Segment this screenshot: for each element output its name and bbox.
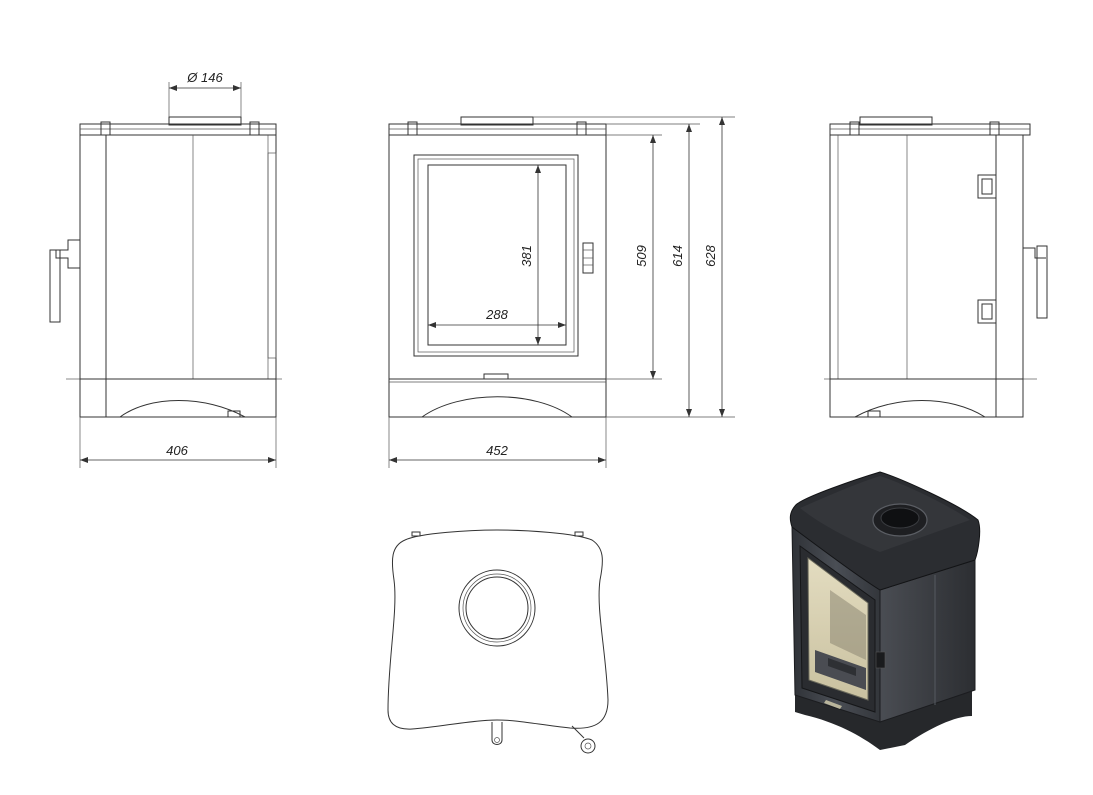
dimension-label-628: 628	[703, 244, 718, 266]
side-right-door-handle	[1023, 247, 1046, 259]
side-left-body	[79, 134, 277, 380]
dimension-label-width: 452	[486, 443, 508, 458]
dimension-label-509: 509	[634, 245, 649, 267]
front-body	[388, 134, 607, 380]
front-door-frame	[413, 154, 579, 357]
front-glass	[427, 164, 567, 346]
dimension-label-glass-height: 381	[519, 245, 534, 267]
side-left-top-plate	[79, 123, 277, 136]
dimension-label-614: 614	[670, 245, 685, 267]
top-plate-outline	[387, 529, 609, 730]
dimension-label-glass-width: 288	[485, 307, 508, 322]
hinge-bottom	[977, 299, 996, 324]
air-control-knob	[571, 725, 585, 739]
front-flue-collar	[460, 116, 534, 126]
dimension-label-depth: 406	[166, 443, 188, 458]
side-right-base	[829, 378, 1024, 418]
side-right-flue-collar	[859, 116, 933, 126]
side-view-left: 406 Ø 146	[49, 70, 282, 468]
hinge-top	[977, 174, 996, 199]
side-left-door-handle	[55, 239, 80, 269]
front-base	[388, 378, 607, 418]
dimension-label-flue: Ø 146	[186, 70, 223, 85]
side-right-body	[829, 134, 1024, 380]
side-left-flue-collar	[168, 116, 242, 126]
top-flue-inner	[465, 576, 529, 640]
stove-3d-render	[789, 471, 981, 750]
top-view	[387, 529, 609, 754]
side-left-base	[79, 378, 277, 418]
render-door-handle	[875, 651, 886, 669]
air-control-lever	[491, 722, 503, 745]
front-view: 452 381 288 509 614 628	[388, 116, 735, 468]
top-flue-outer	[458, 569, 536, 647]
side-view-right	[824, 116, 1048, 418]
